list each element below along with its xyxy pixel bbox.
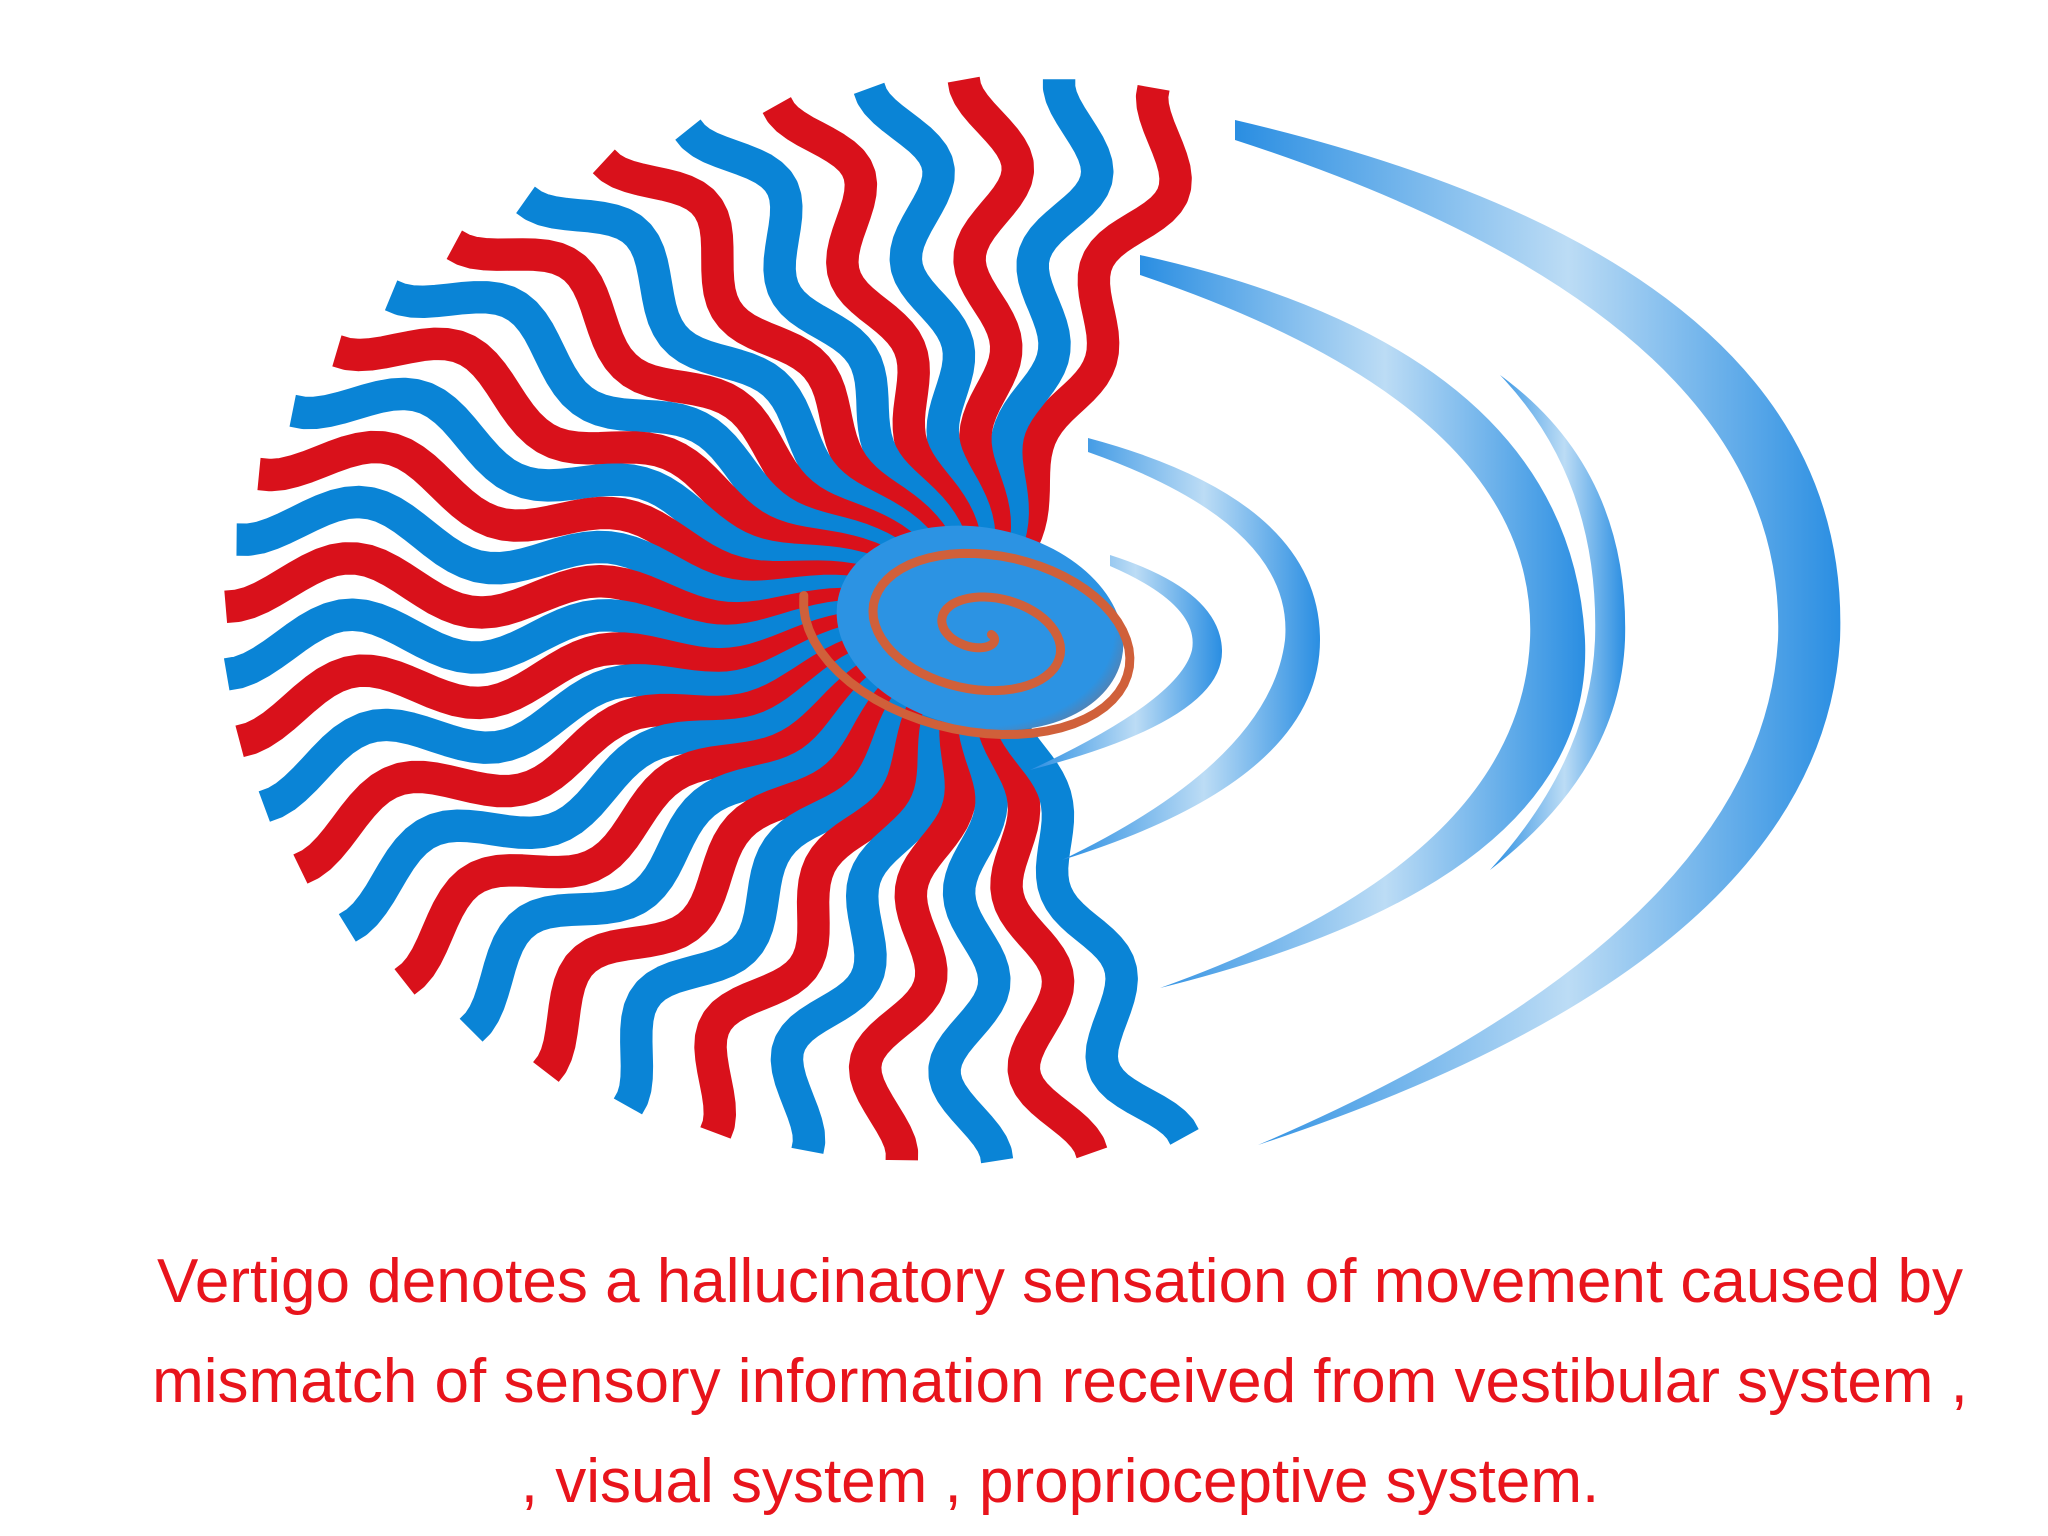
- wavy-ray: [762, 96, 987, 586]
- swirl-arc: [1030, 555, 1223, 770]
- wavy-ray: [533, 640, 957, 1082]
- center-disc: [836, 525, 1124, 731]
- wavy-ray: [848, 654, 991, 1168]
- wavy-ray: [694, 648, 974, 1141]
- wavy-ray: [947, 71, 1034, 585]
- wavy-ray: [293, 621, 935, 884]
- swirl-arc: [1235, 120, 1841, 1145]
- wavy-ray: [338, 626, 939, 942]
- wavy-ray: [258, 616, 932, 822]
- caption-text: Vertigo denotes a hallucinatory sensatio…: [90, 1232, 2030, 1532]
- caption-line-1: Vertigo denotes a hallucinatory sensatio…: [157, 1247, 1963, 1316]
- swirl-arc-group: [1030, 120, 1841, 1145]
- center-spiral: [799, 548, 1135, 739]
- wavy-ray: [459, 636, 950, 1042]
- swirl-arc: [1062, 438, 1320, 860]
- wavy-ray: [987, 80, 1192, 588]
- caption-line-3: , visual system , proprioceptive system.: [520, 1447, 1600, 1516]
- wavy-ray: [770, 652, 983, 1159]
- wavy-ray: [982, 654, 1199, 1146]
- wavy-ray: [928, 655, 1014, 1169]
- caption-line-2: mismatch of sensory information received…: [152, 1347, 1968, 1416]
- wavy-ray: [675, 119, 979, 588]
- wavy-ray: [972, 655, 1108, 1162]
- wavy-ray: [592, 149, 972, 590]
- swirl-arc: [1140, 255, 1586, 988]
- vertigo-spiral-icon: [221, 71, 1841, 1169]
- center-disc-group: [799, 525, 1135, 739]
- swirl-arc: [1490, 375, 1626, 870]
- wavy-ray: [853, 80, 996, 585]
- wavy-ray-group: [221, 71, 1199, 1169]
- wavy-ray: [978, 71, 1114, 586]
- wavy-ray: [613, 644, 965, 1115]
- wavy-ray: [394, 631, 944, 995]
